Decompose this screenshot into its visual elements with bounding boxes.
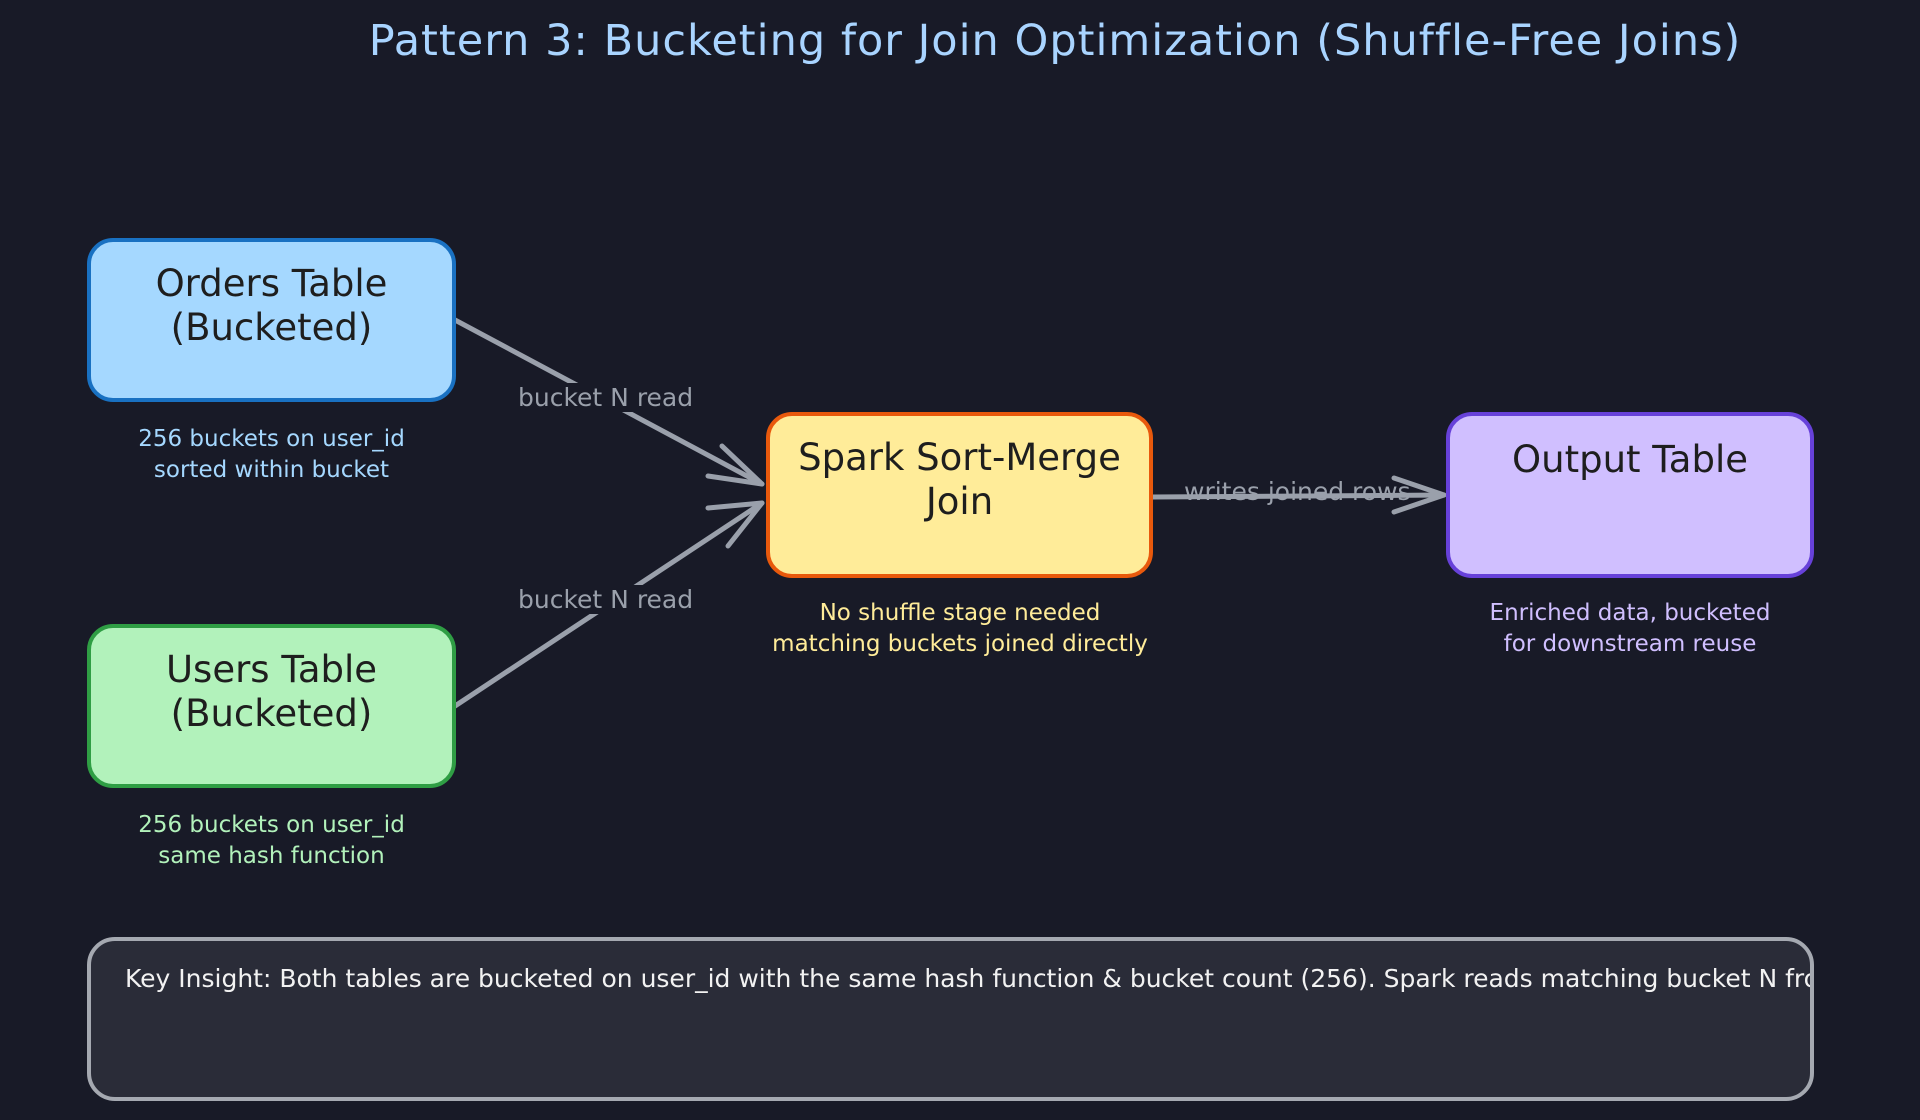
orders-table-label: Orders Table (Bucketed) [155, 262, 388, 349]
orders-table-node[interactable]: Orders Table (Bucketed) [87, 238, 456, 402]
spark-join-node[interactable]: Spark Sort-Merge Join [766, 412, 1153, 578]
users-table-note: 256 buckets on user_id same hash functio… [138, 812, 405, 869]
spark-join-label: Spark Sort-Merge Join [798, 436, 1121, 523]
edge-join-to-output-arrowhead [1391, 475, 1447, 515]
diagram-title-text: Pattern 3: Bucketing for Join Optimizati… [368, 16, 1742, 66]
output-table-node[interactable]: Output Table [1446, 412, 1814, 578]
output-table-label: Output Table [1512, 438, 1748, 481]
edge-label-output: writes joined rows [1184, 477, 1411, 506]
key-insight-text: Key Insight: Both tables are bucketed on… [125, 964, 1814, 993]
output-table-note: Enriched data, bucketed for downstream r… [1489, 600, 1771, 657]
diagram-title: Pattern 3: Bucketing for Join Optimizati… [0, 16, 1920, 66]
spark-join-note: No shuffle stage needed matching buckets… [772, 600, 1148, 657]
edge-join-to-output [1150, 492, 1447, 500]
edge-users-to-join-arrowhead [705, 500, 765, 549]
orders-table-note: 256 buckets on user_id sorted within buc… [138, 426, 405, 483]
key-insight-box: Key Insight: Both tables are bucketed on… [87, 937, 1814, 1101]
edge-label-users: bucket N read [514, 585, 698, 614]
users-table-label: Users Table (Bucketed) [165, 648, 378, 735]
edge-label-orders: bucket N read [514, 383, 698, 412]
users-table-node[interactable]: Users Table (Bucketed) [87, 624, 456, 788]
edge-orders-to-join-arrowhead [705, 443, 765, 487]
